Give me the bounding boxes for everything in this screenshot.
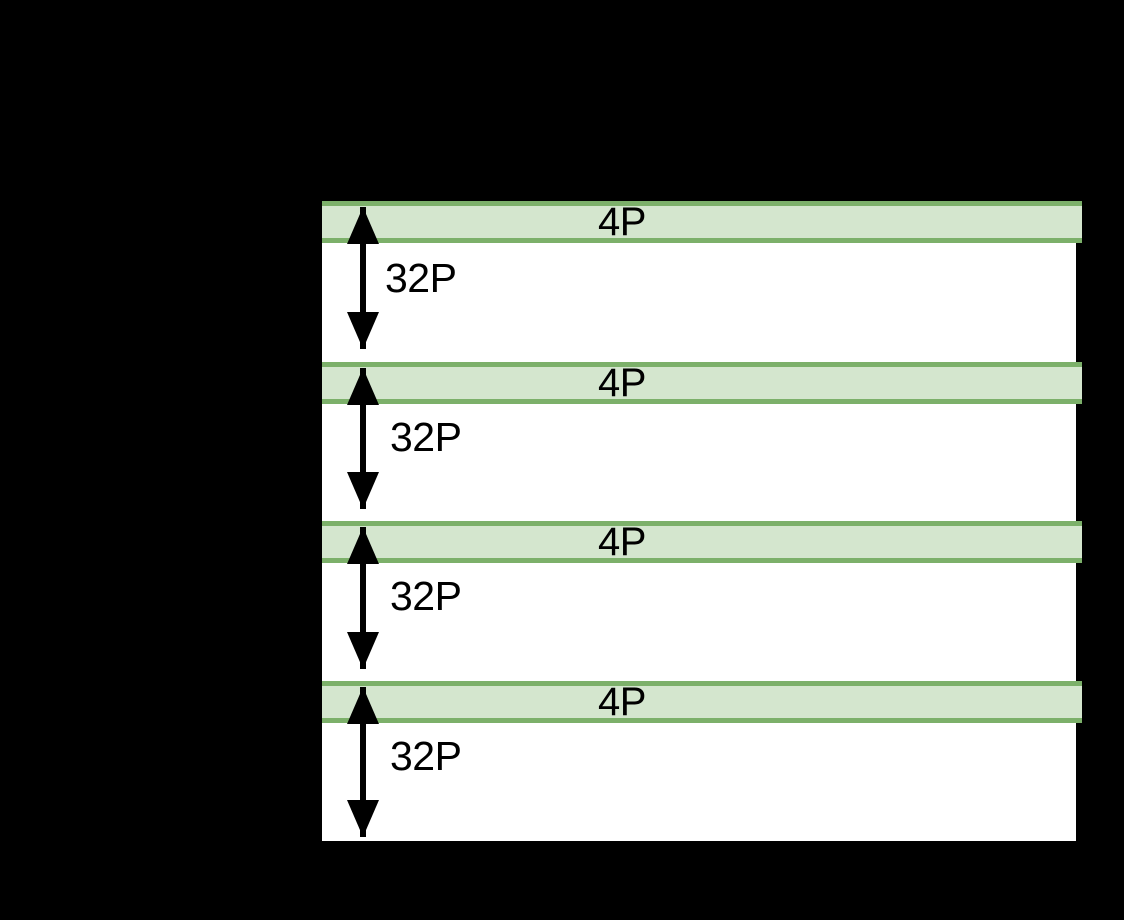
layer-band-2: 4P (322, 362, 1082, 404)
layer-band-4-label: 4P (598, 680, 646, 724)
layer-band-1-label: 4P (598, 200, 646, 244)
layer-band-1-label-wrap: 4P (322, 202, 1082, 242)
gap-label-3: 32P (390, 573, 462, 619)
arrow-head-down-icon (347, 312, 379, 349)
arrow-shaft (360, 527, 366, 669)
arrow-shaft (360, 687, 366, 837)
arrow-head-down-icon (347, 632, 379, 669)
layer-band-3: 4P (322, 521, 1082, 563)
gap-dimension-arrow-1 (347, 207, 379, 349)
layer-band-2-label-wrap: 4P (322, 363, 1082, 403)
layer-band-1: 4P (322, 201, 1082, 243)
layer-band-3-label-wrap: 4P (322, 522, 1082, 562)
arrow-head-down-icon (347, 472, 379, 509)
arrow-head-down-icon (347, 800, 379, 837)
gap-dimension-arrow-3 (347, 527, 379, 669)
gap-label-1: 32P (385, 255, 457, 301)
gap-label-2: 32P (390, 414, 462, 460)
arrow-head-up-icon (347, 687, 379, 724)
arrow-head-up-icon (347, 207, 379, 244)
arrow-shaft (360, 368, 366, 509)
gap-dimension-arrow-4 (347, 687, 379, 837)
gap-dimension-arrow-2 (347, 368, 379, 509)
layer-band-2-label: 4P (598, 361, 646, 405)
arrow-shaft (360, 207, 366, 349)
layer-band-4-label-wrap: 4P (322, 682, 1082, 722)
layer-band-4: 4P (322, 681, 1082, 723)
arrow-head-up-icon (347, 368, 379, 405)
arrow-head-up-icon (347, 527, 379, 564)
layer-band-3-label: 4P (598, 520, 646, 564)
gap-label-4: 32P (390, 733, 462, 779)
